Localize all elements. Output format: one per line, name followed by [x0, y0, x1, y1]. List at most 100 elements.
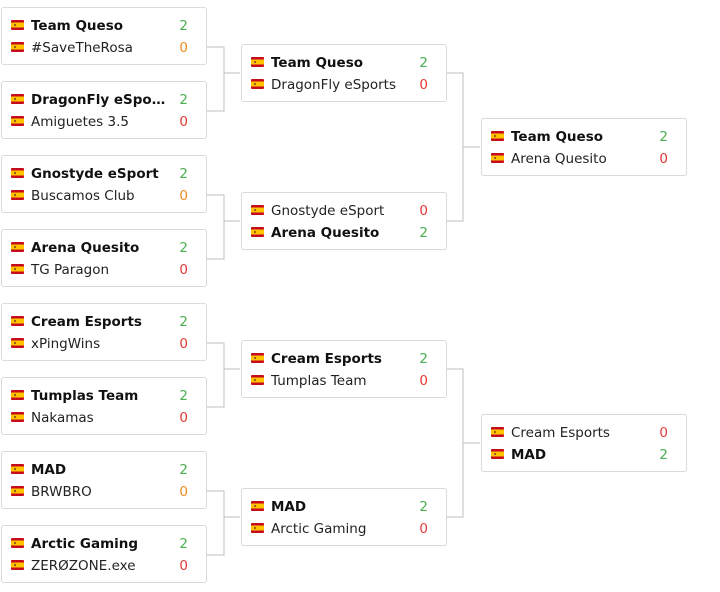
team-score: 2 [419, 225, 428, 241]
team-name: Tumplas Team [271, 373, 367, 389]
team-score: 0 [659, 151, 668, 167]
spain-flag-icon [251, 79, 264, 89]
team-name: Arctic Gaming [31, 536, 139, 552]
team-name: Team Queso [271, 55, 364, 71]
team-name: DragonFly eSports [31, 92, 171, 108]
team-score: 0 [179, 410, 188, 426]
team-score: 2 [179, 536, 188, 552]
team-row[interactable]: TG Paragon 0 [2, 259, 206, 281]
spain-flag-icon [11, 538, 24, 548]
spain-flag-icon [11, 94, 24, 104]
spain-flag-icon [11, 338, 24, 348]
team-score: 2 [179, 240, 188, 256]
spain-flag-icon [11, 486, 24, 496]
team-score: 0 [419, 521, 428, 537]
spain-flag-icon [11, 412, 24, 422]
team-score: 2 [419, 55, 428, 71]
team-score: 2 [659, 129, 668, 145]
team-row[interactable]: MAD 2 [482, 444, 686, 466]
team-row[interactable]: Team Queso 2 [242, 52, 446, 74]
team-row[interactable]: Gnostyde eSport 2 [2, 163, 206, 185]
team-row[interactable]: Team Queso 2 [482, 126, 686, 148]
spain-flag-icon [251, 227, 264, 237]
team-name: Arena Quesito [31, 240, 140, 256]
spain-flag-icon [11, 390, 24, 400]
team-score: 0 [179, 40, 188, 56]
connector-r1-2 [207, 194, 240, 222]
team-name: MAD [511, 447, 547, 463]
team-score: 0 [179, 336, 188, 352]
team-row[interactable]: Arctic Gaming 2 [2, 533, 206, 555]
round1-match-4[interactable]: Arena Quesito 2 TG Paragon 0 [1, 229, 207, 287]
team-name: Gnostyde eSport [31, 166, 159, 182]
connector-r2-2 [447, 368, 480, 444]
team-row[interactable]: Arena Quesito 2 [2, 237, 206, 259]
connector-r2-3 [447, 443, 464, 518]
team-score: 2 [179, 92, 188, 108]
spain-flag-icon [251, 501, 264, 511]
team-name: Cream Esports [511, 425, 610, 441]
team-row[interactable]: Arena Quesito 2 [242, 222, 446, 244]
team-name: Cream Esports [271, 351, 382, 367]
team-score: 0 [179, 262, 188, 278]
connector-r1-7 [207, 517, 225, 556]
team-score: 2 [659, 447, 668, 463]
team-name: Cream Esports [31, 314, 142, 330]
team-name: Amiguetes 3.5 [31, 114, 129, 130]
team-score: 0 [419, 77, 428, 93]
connector-r1-1 [207, 73, 225, 112]
team-name: Arena Quesito [271, 225, 380, 241]
spain-flag-icon [11, 42, 24, 52]
team-score: 2 [179, 166, 188, 182]
team-name: Gnostyde eSport [271, 203, 385, 219]
team-row[interactable]: Cream Esports 2 [242, 348, 446, 370]
team-score: 2 [419, 351, 428, 367]
spain-flag-icon [491, 449, 504, 459]
spain-flag-icon [11, 560, 24, 570]
spain-flag-icon [491, 427, 504, 437]
team-row[interactable]: DragonFly eSports 2 [2, 89, 206, 111]
team-score: 0 [179, 188, 188, 204]
connector-r1-0 [207, 46, 240, 74]
team-row[interactable]: Cream Esports 2 [2, 311, 206, 333]
team-name: Team Queso [511, 129, 604, 145]
team-name: Tumplas Team [31, 388, 139, 404]
team-name: TG Paragon [31, 262, 110, 278]
team-score: 0 [179, 558, 188, 574]
spain-flag-icon [11, 316, 24, 326]
team-row[interactable]: Cream Esports 0 [482, 422, 686, 444]
team-score: 0 [659, 425, 668, 441]
team-score: 2 [179, 314, 188, 330]
spain-flag-icon [11, 168, 24, 178]
